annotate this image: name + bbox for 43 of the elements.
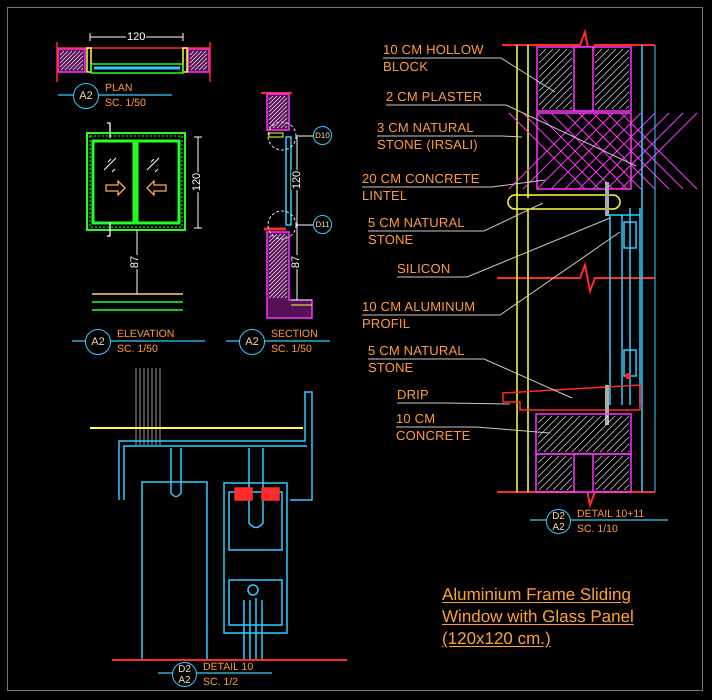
leader-line — [368, 202, 544, 232]
callout-text: 2 CM PLASTER — [386, 88, 506, 105]
callout-text: 10 CM CONCRETE — [396, 410, 476, 444]
detail-tag: D2 A2 — [172, 662, 197, 687]
view-caption: SC. 1/50 — [271, 343, 313, 355]
dimension-text: 87 — [129, 254, 142, 270]
callout-text: DRIP — [397, 386, 447, 403]
view-caption: PLAN — [105, 82, 134, 94]
detail-tag: A2 — [73, 82, 99, 108]
leader-line — [368, 358, 572, 398]
dimension-text: 120 — [126, 31, 146, 43]
detail-tag: A2 — [239, 328, 265, 354]
view-caption: SC. 1/2 — [203, 676, 240, 688]
view-caption: SC. 1/10 — [577, 523, 619, 535]
leader-line — [382, 58, 556, 92]
view-caption: SC. 1/50 — [105, 97, 146, 109]
leader-line — [396, 218, 610, 278]
leader-line — [362, 180, 546, 188]
detail-tag: D11 — [313, 215, 332, 234]
view-caption: ELEVATION — [117, 328, 174, 340]
callout-text: 5 CM NATURAL STONE — [368, 214, 484, 248]
dimension-text: 120 — [291, 170, 304, 190]
view-caption: DETAIL 10 — [203, 661, 254, 673]
callout-text: 5 CM NATURAL STONE — [368, 342, 484, 376]
callout-text: 10 CM ALUMINUM PROFIL — [362, 298, 500, 332]
detail-tag: D10 — [313, 126, 332, 145]
callout-text: 20 CM CONCRETE LINTEL — [362, 170, 492, 204]
callout-text: 10 CM HOLLOW BLOCK — [383, 41, 501, 75]
leader-line — [386, 104, 636, 166]
view-caption: DETAIL 10+11 — [577, 508, 644, 520]
leader-line — [376, 136, 522, 138]
drawing-title: Aluminium Frame Sliding Window with Glass Panel (120x120 cm.) — [442, 584, 635, 650]
view-caption: SC. 1/50 — [117, 343, 159, 355]
dimension-text: 87 — [290, 254, 302, 270]
leader-line — [396, 402, 510, 404]
detail-tag: A2 — [85, 328, 111, 354]
view-caption: SECTION — [271, 328, 318, 340]
callout-text: SILICON — [397, 260, 467, 277]
leader-line — [396, 426, 550, 434]
dimension-text: 120 — [191, 172, 204, 192]
leader-line — [362, 232, 620, 316]
callout-text: 3 CM NATURAL STONE (IRSALI) — [377, 119, 502, 153]
detail-tag: D2 A2 — [546, 509, 571, 534]
